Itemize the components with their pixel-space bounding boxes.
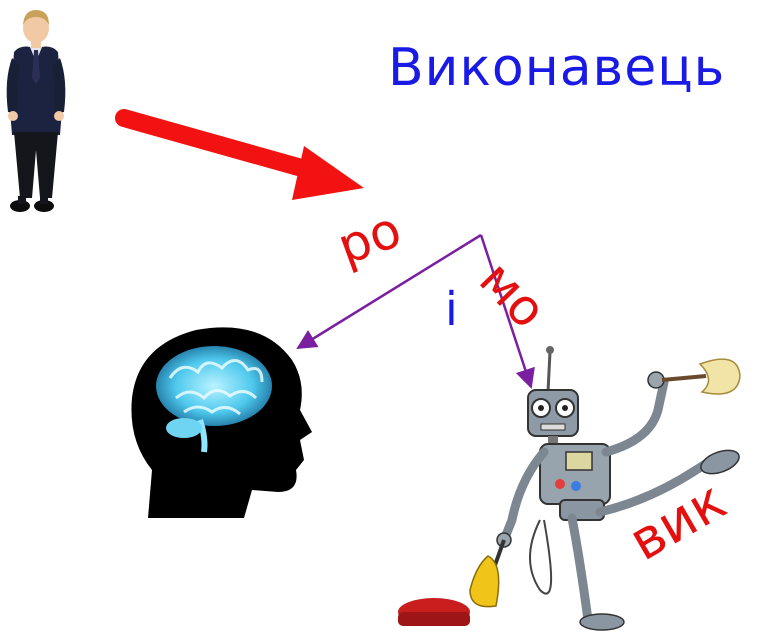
branch-arrows [296, 233, 535, 389]
boy-image [6, 10, 66, 212]
red-arrow [115, 109, 364, 200]
title: Виконавець [388, 38, 726, 98]
head-brain-image [131, 327, 312, 518]
fragment-i: і [445, 282, 458, 336]
robot-image [398, 346, 741, 631]
